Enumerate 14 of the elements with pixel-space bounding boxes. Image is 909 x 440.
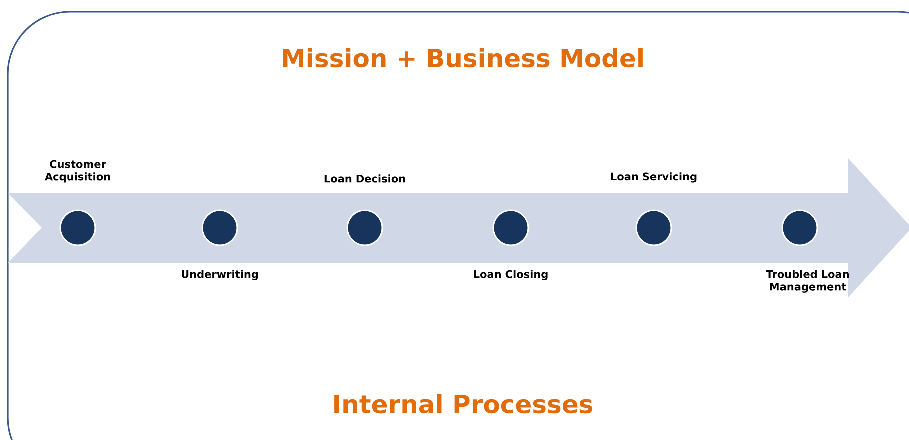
timeline-dot (782, 210, 818, 246)
step-label: Underwriting (182, 270, 258, 280)
step-label: Troubled Loan Management (766, 270, 849, 293)
timeline-dot (346, 210, 384, 246)
timeline-dot (636, 210, 672, 246)
title: Mission + Business Model (283, 48, 643, 68)
timeline-dot (60, 210, 96, 246)
timeline-dot (202, 210, 238, 246)
caption: Internal Processes (334, 394, 593, 414)
step-label: Loan Closing (474, 270, 548, 280)
step-label: Loan Decision (324, 174, 406, 183)
timeline-dot (492, 210, 530, 246)
step-label: Customer Acquisition (45, 160, 110, 183)
step-label: Loan Servicing (611, 172, 697, 183)
